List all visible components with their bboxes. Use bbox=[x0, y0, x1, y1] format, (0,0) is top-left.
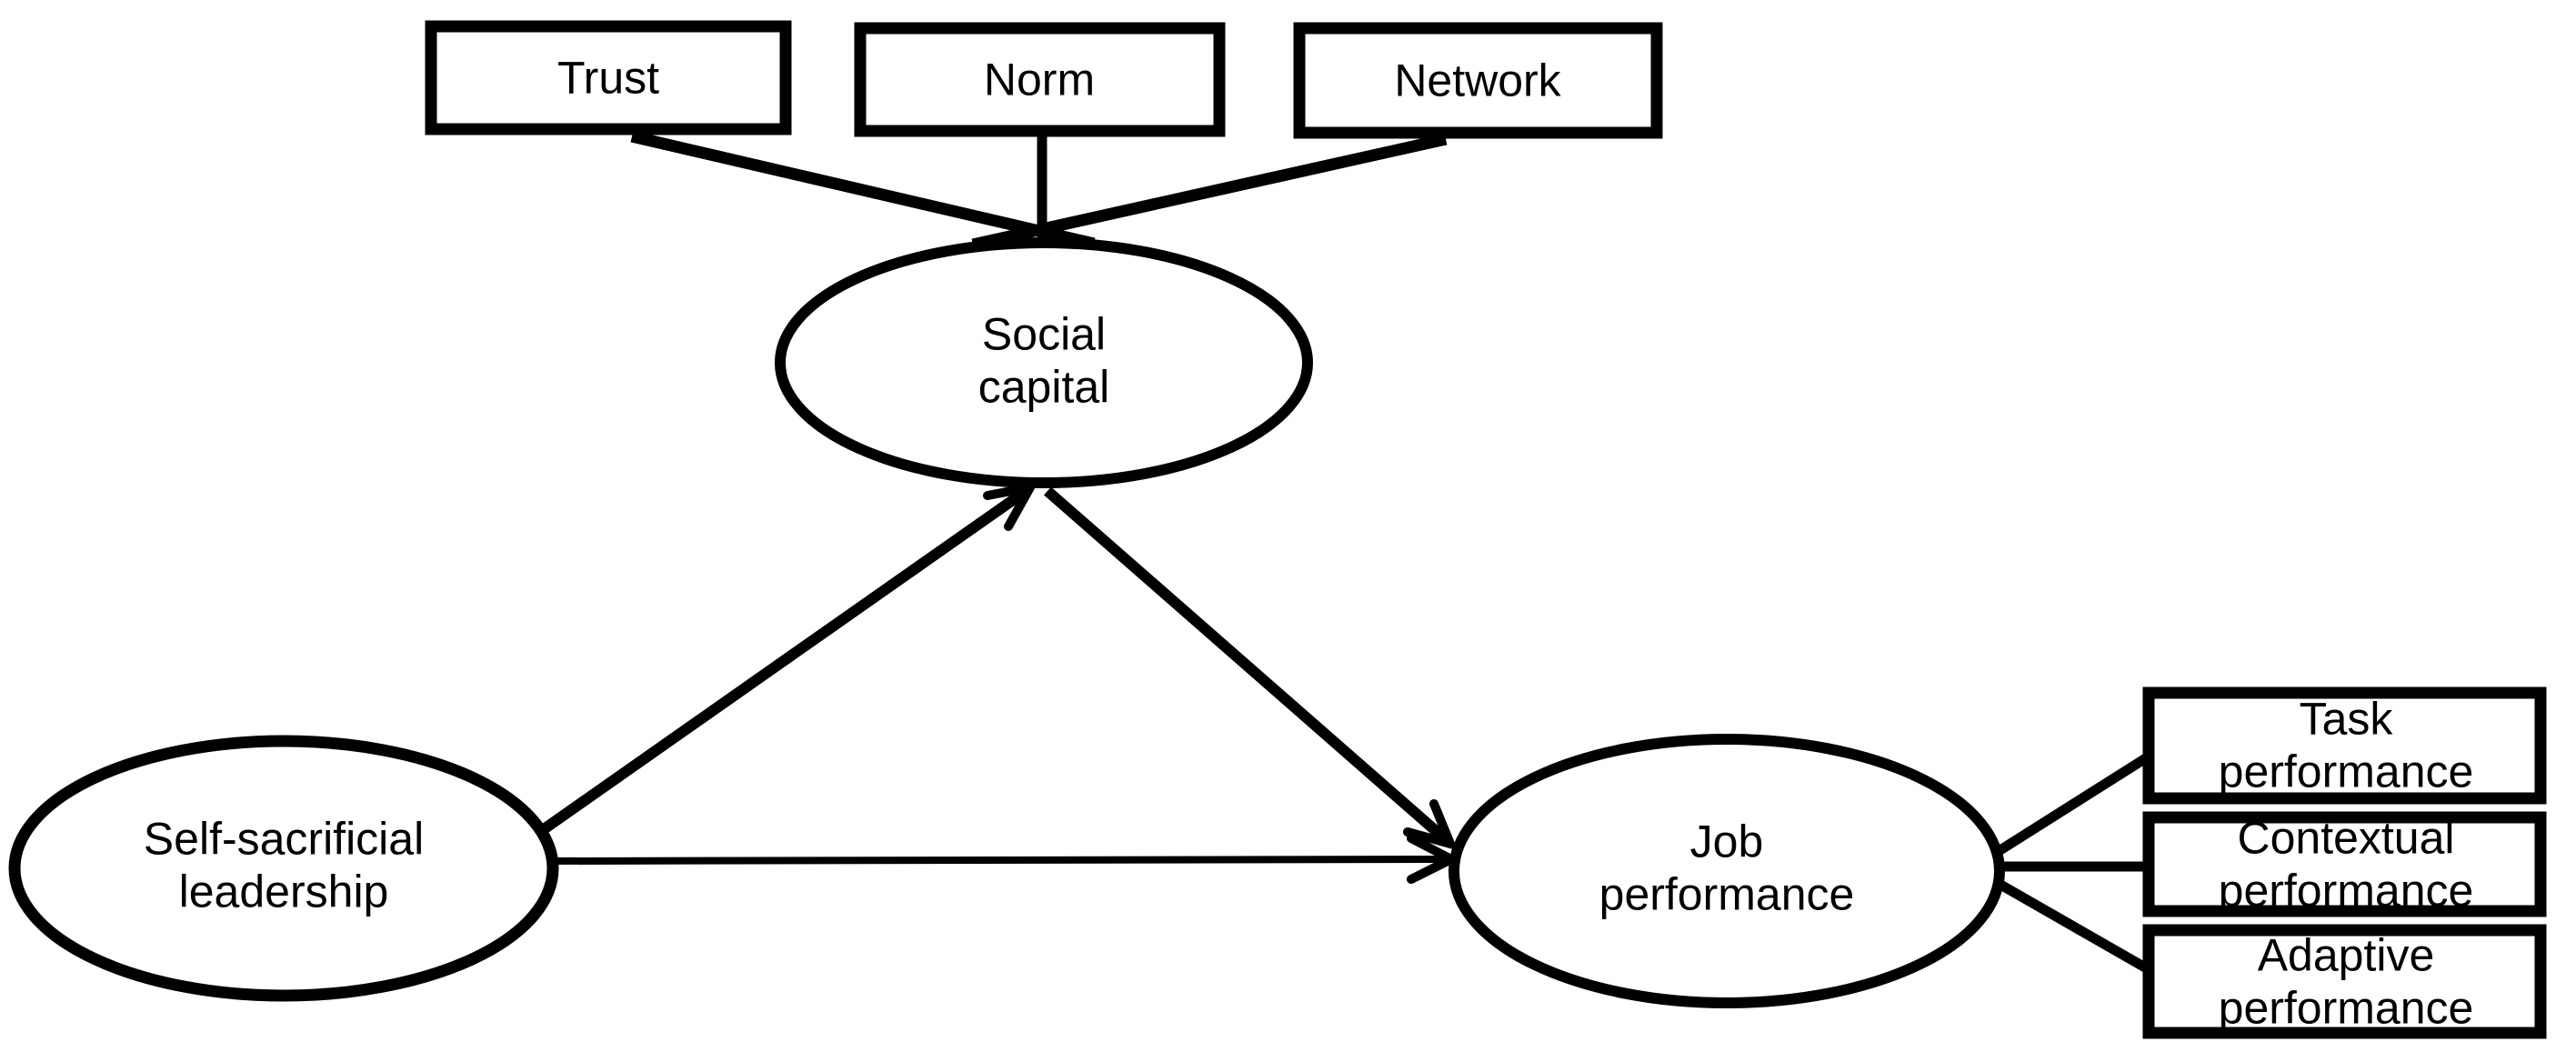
norm-box bbox=[854, 22, 1226, 137]
arrowhead-icon bbox=[1403, 799, 1458, 851]
edge-leadership-to-social-capital bbox=[540, 485, 1032, 834]
network-box bbox=[1293, 22, 1663, 139]
task-performance-box bbox=[2142, 686, 2547, 805]
adaptive-performance-box bbox=[2142, 924, 2547, 1039]
edge-job-performance-to-adaptive bbox=[1993, 877, 2154, 976]
social-capital-ellipse bbox=[775, 237, 1313, 488]
self-sacrificial-leadership-ellipse bbox=[8, 735, 559, 1002]
edge-trust-to-social-capital bbox=[630, 130, 1096, 250]
trust-box bbox=[425, 20, 792, 135]
job-performance-ellipse bbox=[1448, 734, 2005, 1008]
job-performance-label: Job performance bbox=[1599, 816, 1855, 920]
edge-leadership-to-job-performance bbox=[549, 856, 1447, 865]
contextual-performance-label: Contextual performance bbox=[2218, 812, 2474, 917]
adaptive-performance-label: Adaptive performance bbox=[2218, 929, 2474, 1034]
self-sacrificial-leadership-label: Self-sacrificial leadership bbox=[143, 813, 425, 917]
norm-label: Norm bbox=[983, 54, 1096, 105]
edge-job-performance-to-task bbox=[1993, 750, 2154, 857]
task-performance-label: Task performance bbox=[2218, 693, 2474, 797]
edge-network-to-social-capital bbox=[971, 133, 1448, 251]
contextual-performance-box bbox=[2142, 811, 2547, 917]
social-capital-label: Social capital bbox=[977, 308, 1110, 413]
edge-social-capital-to-job-performance bbox=[1044, 486, 1452, 847]
trust-label: Trust bbox=[556, 52, 660, 104]
network-label: Network bbox=[1394, 55, 1561, 106]
